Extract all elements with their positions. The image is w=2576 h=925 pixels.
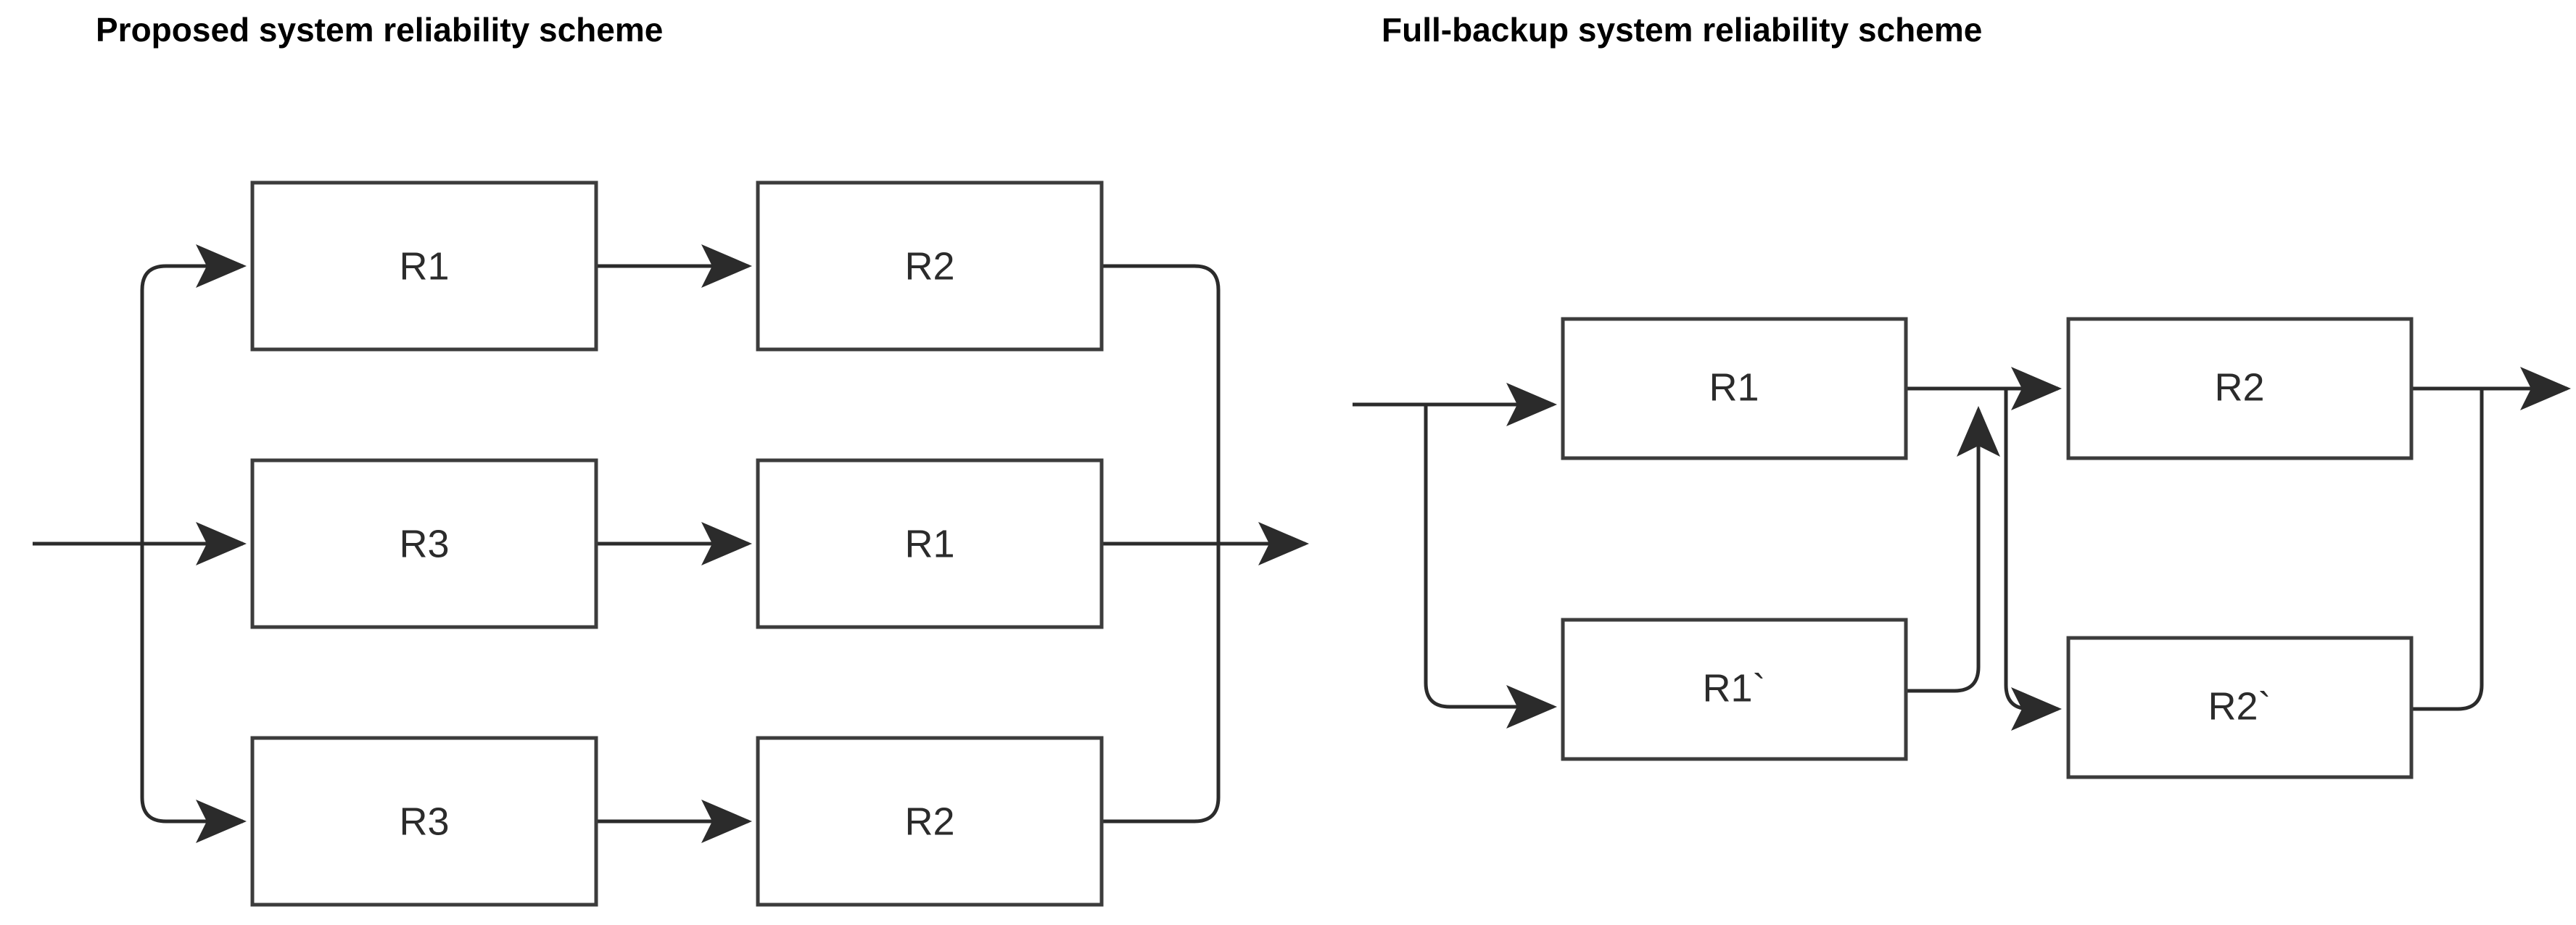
block-label: R1 bbox=[399, 244, 449, 288]
proposed-bottom-merge-wire bbox=[1102, 544, 1221, 824]
proposed-top-branch-feed bbox=[140, 244, 247, 291]
fullbackup-backup-feed-wire bbox=[1424, 405, 1557, 729]
proposed-block-bottom-r2: R2 bbox=[756, 736, 1104, 907]
block-label: R1 bbox=[1709, 365, 1759, 409]
block-label: R2 bbox=[904, 800, 954, 843]
fullbackup-block-r1-backup: R1` bbox=[1561, 618, 1908, 761]
block-label: R3 bbox=[399, 522, 449, 565]
full-backup-scheme-title: Full-backup system reliability scheme bbox=[1382, 11, 1983, 49]
proposed-block-top-r1: R1 bbox=[250, 181, 598, 352]
block-label: R1 bbox=[904, 522, 954, 565]
block-label: R2` bbox=[2208, 684, 2271, 728]
proposed-block-top-r2: R2 bbox=[756, 181, 1104, 352]
proposed-block-middle-r1: R1 bbox=[756, 458, 1104, 629]
block-label: R2 bbox=[904, 244, 954, 288]
fullbackup-block-r2: R2 bbox=[2066, 317, 2414, 460]
proposed-bottom-branch-feed bbox=[140, 797, 247, 843]
proposed-scheme-title: Proposed system reliability scheme bbox=[96, 11, 664, 49]
proposed-top-merge-wire bbox=[1102, 264, 1221, 544]
proposed-block-middle-r3: R3 bbox=[250, 458, 598, 629]
block-label: R3 bbox=[399, 800, 449, 843]
fullbackup-block-r2-backup: R2` bbox=[2066, 636, 2414, 779]
proposed-block-bottom-r3: R3 bbox=[250, 736, 598, 907]
fullbackup-main-to-r2b-wire bbox=[2004, 389, 2062, 731]
block-label: R1` bbox=[1702, 666, 1765, 710]
fullbackup-block-r1: R1 bbox=[1561, 317, 1908, 460]
block-label: R2 bbox=[2214, 365, 2264, 409]
fullbackup-r2b-merge-wire bbox=[2411, 389, 2484, 711]
fullbackup-r1b-to-main-wire bbox=[1906, 406, 2000, 693]
